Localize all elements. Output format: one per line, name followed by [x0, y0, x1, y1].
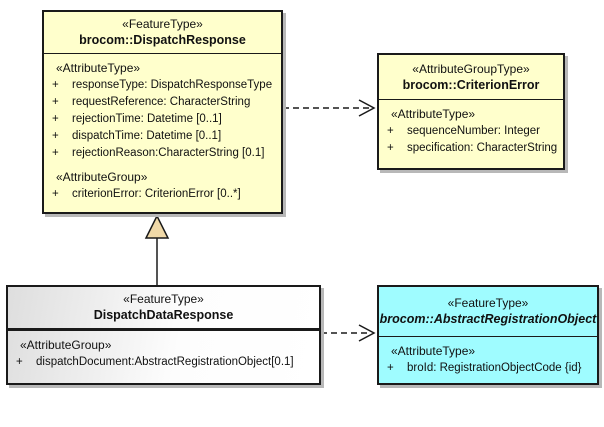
class-stereotype: «AttributeGroupType» — [412, 61, 530, 76]
visibility-symbol: + — [387, 124, 394, 137]
class-attributes-compartment: «AttributeType» + broId: RegistrationObj… — [379, 337, 597, 376]
class-name: brocom::AbstractRegistrationObject — [379, 312, 597, 326]
visibility-symbol: + — [387, 141, 394, 154]
generalization-connector-dispatchdataresponse-dispatchresponse[interactable] — [144, 214, 170, 285]
attribute-row: + dispatchDocument:AbstractRegistrationO… — [8, 353, 319, 370]
open-arrowhead-icon — [358, 99, 376, 117]
attribute-text: rejectionTime: Datetime [0..1] — [72, 112, 222, 125]
dependency-connector-dispatchdataresponse-abstractregistrationobject[interactable] — [321, 324, 376, 342]
triangle-arrowhead-icon — [144, 214, 170, 239]
class-header: «AttributeGroupType» brocom::CriterionEr… — [379, 55, 563, 100]
class-box-dispatch-response[interactable]: «FeatureType» brocom::DispatchResponse «… — [42, 10, 283, 214]
class-box-dispatch-data-response[interactable]: «FeatureType» DispatchDataResponse «Attr… — [6, 285, 321, 385]
section-heading: «AttributeType» — [391, 106, 476, 121]
attribute-row: + rejectionTime: Datetime [0..1] — [44, 110, 281, 127]
visibility-symbol: + — [52, 187, 59, 200]
class-header: «FeatureType» DispatchDataResponse — [8, 287, 319, 331]
attribute-row: + criterionError: CriterionError [0..*] — [44, 185, 281, 202]
class-header: «FeatureType» brocom::DispatchResponse — [44, 12, 281, 54]
class-attributes-compartment: «AttributeType» + sequenceNumber: Intege… — [379, 100, 563, 156]
visibility-symbol: + — [52, 129, 59, 142]
class-stereotype: «FeatureType» — [447, 296, 529, 310]
class-name: brocom::CriterionError — [402, 77, 540, 92]
visibility-symbol: + — [16, 355, 23, 368]
attribute-text: requestReference: CharacterString — [72, 95, 251, 108]
visibility-symbol: + — [387, 361, 394, 374]
visibility-symbol: + — [52, 78, 59, 91]
attribute-row: + specification: CharacterString — [379, 139, 563, 156]
class-stereotype: «FeatureType» — [123, 292, 204, 306]
section-heading: «AttributeGroup» — [20, 337, 112, 352]
attribute-row: + responseType: DispatchResponseType — [44, 76, 281, 93]
attribute-text: criterionError: CriterionError [0..*] — [72, 187, 241, 200]
open-arrowhead-icon — [358, 324, 376, 342]
attribute-text: dispatchDocument:AbstractRegistrationObj… — [36, 355, 294, 368]
attribute-row: + sequenceNumber: Integer — [379, 122, 563, 139]
visibility-symbol: + — [52, 112, 59, 125]
class-name: brocom::DispatchResponse — [79, 33, 246, 47]
class-attributes-compartment: «AttributeType» + responseType: Dispatch… — [44, 54, 281, 202]
class-stereotype: «FeatureType» — [122, 17, 203, 31]
attribute-row: + dispatchTime: Datetime [0..1] — [44, 127, 281, 144]
attribute-text: sequenceNumber: Integer — [407, 124, 540, 137]
attribute-text: specification: CharacterString — [407, 141, 558, 154]
attribute-text: broId: RegistrationObjectCode {id} — [407, 361, 582, 374]
section-heading: «AttributeType» — [391, 343, 476, 358]
attribute-text: rejectionReason:CharacterString [0.1] — [72, 146, 265, 159]
attribute-row: + rejectionReason:CharacterString [0.1] — [44, 144, 281, 161]
class-box-abstract-registration-object[interactable]: «FeatureType» brocom::AbstractRegistrati… — [377, 285, 599, 385]
section-heading: «AttributeType» — [56, 60, 141, 75]
visibility-symbol: + — [52, 146, 59, 159]
attribute-row: + broId: RegistrationObjectCode {id} — [379, 359, 597, 376]
visibility-symbol: + — [52, 95, 59, 108]
attribute-text: responseType: DispatchResponseType — [72, 78, 273, 91]
section-heading: «AttributeGroup» — [56, 169, 148, 184]
attribute-text: dispatchTime: Datetime [0..1] — [72, 129, 222, 142]
class-box-criterion-error[interactable]: «AttributeGroupType» brocom::CriterionEr… — [377, 53, 565, 170]
class-name: DispatchDataResponse — [93, 308, 234, 322]
dependency-connector-dispatchresponse-criterionerror[interactable] — [283, 99, 376, 117]
class-attributes-compartment: «AttributeGroup» + dispatchDocument:Abst… — [8, 331, 319, 370]
attribute-row: + requestReference: CharacterString — [44, 93, 281, 110]
class-header: «FeatureType» brocom::AbstractRegistrati… — [379, 287, 597, 337]
